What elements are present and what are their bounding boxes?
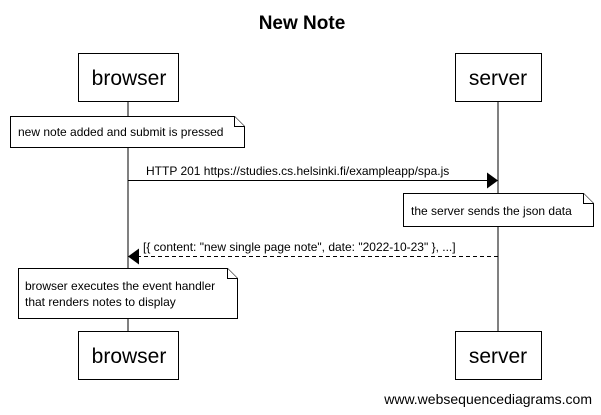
note-submit-pressed-text: new note added and submit is pressed (18, 125, 223, 139)
diagram-title: New Note (259, 13, 346, 34)
note-server-sends-json-text: the server sends the json data (411, 204, 572, 218)
arrow-head-left (128, 248, 139, 265)
message-http-201: HTTP 201 https://studies.cs.helsinki.fi/… (128, 164, 498, 189)
participant-browser-bottom-label: browser (92, 345, 167, 368)
participant-browser-bottom: browser (78, 331, 179, 380)
participant-server-top: server (455, 53, 542, 102)
message-json-response-label: [{ content: "new single page note", date… (143, 240, 456, 254)
note-event-handler-line2: that renders notes to display (25, 295, 176, 309)
note-submit-pressed: new note added and submit is pressed (10, 116, 245, 148)
footer-watermark: www.websequencediagrams.com (383, 391, 592, 407)
message-json-response: [{ content: "new single page note", date… (128, 240, 498, 265)
note-event-handler-line1: browser executes the event handler (25, 279, 215, 293)
message-http-201-label: HTTP 201 https://studies.cs.helsinki.fi/… (146, 164, 449, 178)
participant-server-bottom-label: server (469, 345, 527, 368)
participant-server-bottom: server (455, 331, 542, 380)
participant-browser-top: browser (78, 53, 179, 102)
participant-browser-top-label: browser (92, 67, 167, 90)
note-server-sends-json: the server sends the json data (403, 193, 594, 227)
participant-server-top-label: server (469, 67, 527, 90)
arrow-head-right (487, 172, 498, 189)
note-event-handler: browser executes the event handler that … (18, 268, 238, 319)
